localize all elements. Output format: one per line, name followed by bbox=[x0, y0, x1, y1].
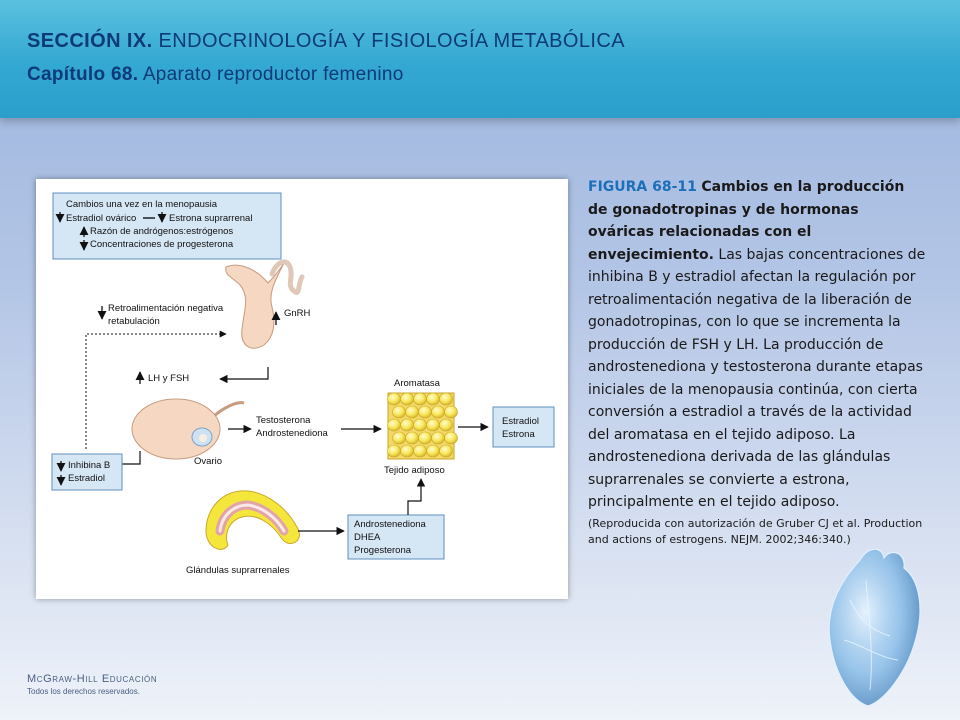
chapter-label: Capítulo 68. bbox=[27, 64, 139, 85]
estradiol-box-line2: Estrona bbox=[502, 429, 535, 440]
gonadotropin-arrow bbox=[219, 367, 269, 384]
ovary-label: Ovario bbox=[194, 456, 222, 467]
fat-cell bbox=[392, 431, 406, 445]
fat-cell bbox=[444, 431, 458, 445]
pituitary-gland-icon: GnRH bbox=[225, 259, 311, 349]
fat-cell bbox=[413, 444, 427, 458]
testosterone-label: Testosterona bbox=[256, 415, 311, 426]
feedback-dashed-arrow bbox=[85, 330, 227, 449]
section-heading: SECCIÓN IX. ENDOCRINOLOGÍA Y FISIOLOGÍA … bbox=[27, 30, 625, 53]
fat-cell bbox=[439, 418, 453, 432]
adrenal-to-adipose-arrow bbox=[407, 478, 426, 515]
negative-feedback-label: Retroalimentación negativa retabulación bbox=[97, 303, 224, 327]
fat-cell bbox=[405, 405, 419, 419]
inhibin-box-line1: Inhibina B bbox=[68, 460, 110, 471]
adrenal-glands-label: Glándulas suprarrenales bbox=[186, 565, 290, 576]
fat-cell bbox=[392, 405, 406, 419]
feedback-line2: retabulación bbox=[108, 316, 160, 327]
section-title: ENDOCRINOLOGÍA Y FISIOLOGÍA METABÓLICA bbox=[158, 30, 625, 52]
adrenal-box-line1: Androstenediona bbox=[354, 519, 427, 530]
fat-cell bbox=[439, 392, 453, 406]
fat-cell bbox=[413, 418, 427, 432]
adipose-tissue-icon bbox=[387, 392, 458, 460]
ovary-icon bbox=[131, 398, 245, 460]
figure-body: Las bajas concentraciones de inhibina B … bbox=[588, 246, 926, 511]
menopause-progesterone: Concentraciones de progesterona bbox=[90, 239, 234, 250]
fat-cell bbox=[400, 418, 414, 432]
fat-cell bbox=[400, 392, 414, 406]
fat-cell bbox=[426, 418, 440, 432]
lh-fsh-label: LH y FSH bbox=[148, 373, 189, 384]
menopause-box-title: Cambios una vez en la menopausia bbox=[66, 199, 218, 210]
inhibin-estradiol-box: Inhibina B Estradiol bbox=[51, 453, 123, 491]
fat-cell bbox=[418, 405, 432, 419]
menopause-ovarian-estradiol: Estradiol ovárico bbox=[66, 213, 136, 224]
hormone-diagram: Cambios una vez en la menopausia Estradi… bbox=[51, 192, 555, 576]
figure-number: FIGURA 68-11 bbox=[588, 179, 697, 195]
feedback-line1: Retroalimentación negativa bbox=[108, 303, 224, 314]
section-label: SECCIÓN IX. bbox=[27, 30, 153, 52]
fat-cell bbox=[387, 444, 401, 458]
inhibin-box-line2: Estradiol bbox=[68, 473, 105, 484]
heart-logo-icon bbox=[828, 548, 921, 707]
footer: McGraw-Hill Educación Todos los derechos… bbox=[27, 673, 157, 696]
fat-cell bbox=[439, 444, 453, 458]
estradiol-box-line1: Estradiol bbox=[502, 416, 539, 427]
figure-credit: (Reproducida con autorización de Gruber … bbox=[588, 516, 923, 547]
publisher-name: McGraw-Hill Educación bbox=[27, 673, 158, 685]
fat-cell bbox=[426, 392, 440, 406]
menopause-arrow-icons bbox=[55, 212, 167, 251]
fat-cell bbox=[387, 418, 401, 432]
adrenal-box-line2: DHEA bbox=[354, 532, 381, 543]
slide-header: SECCIÓN IX. ENDOCRINOLOGÍA Y FISIOLOGÍA … bbox=[0, 0, 960, 118]
androstenedione-label: Androstenediona bbox=[256, 428, 329, 439]
fat-cell bbox=[400, 444, 414, 458]
fat-cell bbox=[418, 431, 432, 445]
fat-cell bbox=[444, 405, 458, 419]
fat-cell bbox=[431, 405, 445, 419]
fat-cell bbox=[426, 444, 440, 458]
figure-caption: FIGURA 68-11 Cambios en la producción de… bbox=[588, 176, 928, 549]
menopause-changes-box: Cambios una vez en la menopausia Estradi… bbox=[52, 192, 282, 260]
aromatase-label: Aromatasa bbox=[394, 378, 441, 389]
figure-title: Cambios en la producción de gonadotropin… bbox=[588, 179, 905, 263]
fat-cell bbox=[405, 431, 419, 445]
menopause-adrenal-estrone: Estrona suprarrenal bbox=[169, 213, 252, 224]
figure-panel: Cambios una vez en la menopausia Estradi… bbox=[36, 179, 568, 599]
gnrh-label: GnRH bbox=[284, 308, 311, 319]
chapter-heading: Capítulo 68. Aparato reproductor femenin… bbox=[27, 64, 404, 86]
adrenal-gland-icon bbox=[205, 490, 300, 550]
fat-cell bbox=[413, 392, 427, 406]
rights-notice: Todos los derechos reservados. bbox=[27, 687, 140, 696]
estradiol-estrone-box: Estradiol Estrona bbox=[492, 406, 555, 448]
fat-cell bbox=[387, 392, 401, 406]
menopause-androgen-ratio: Razón de andrógenos:estrógenos bbox=[90, 226, 233, 237]
fat-cell bbox=[431, 431, 445, 445]
chapter-title: Aparato reproductor femenino bbox=[142, 64, 404, 85]
adrenal-box-line3: Progesterona bbox=[354, 545, 412, 556]
adrenal-products-box: Androstenediona DHEA Progesterona bbox=[347, 514, 445, 560]
adipose-label: Tejido adiposo bbox=[384, 465, 445, 476]
